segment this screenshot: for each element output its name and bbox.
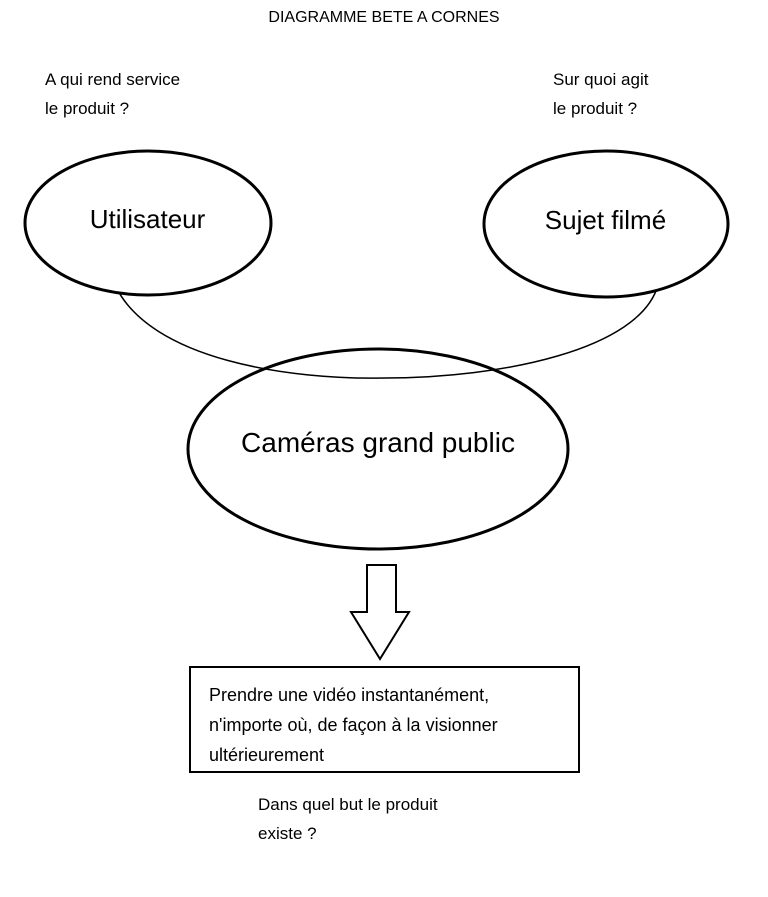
ellipse-user: [23, 149, 273, 297]
diagram-title: DIAGRAMME BETE A CORNES: [268, 9, 500, 26]
question-left: A qui rend service le produit ?: [45, 70, 181, 118]
down-arrow-icon: [349, 564, 411, 661]
node-user-label: Utilisateur: [89, 204, 206, 234]
question-right: Sur quoi agit le produit ?: [553, 70, 649, 118]
horn-connector: [114, 284, 659, 379]
ellipse-product: [186, 347, 570, 551]
function-text: Prendre une vidéo instantanément, n'impo…: [209, 685, 498, 765]
node-subject-label: Sujet filmé: [544, 205, 667, 235]
function-box: Prendre une vidéo instantanément, n'impo…: [189, 666, 580, 773]
node-product-label: Caméras grand public: [241, 427, 515, 458]
ellipse-subject: [482, 149, 730, 299]
question-bottom: Dans quel but le produit existe ?: [258, 795, 438, 843]
